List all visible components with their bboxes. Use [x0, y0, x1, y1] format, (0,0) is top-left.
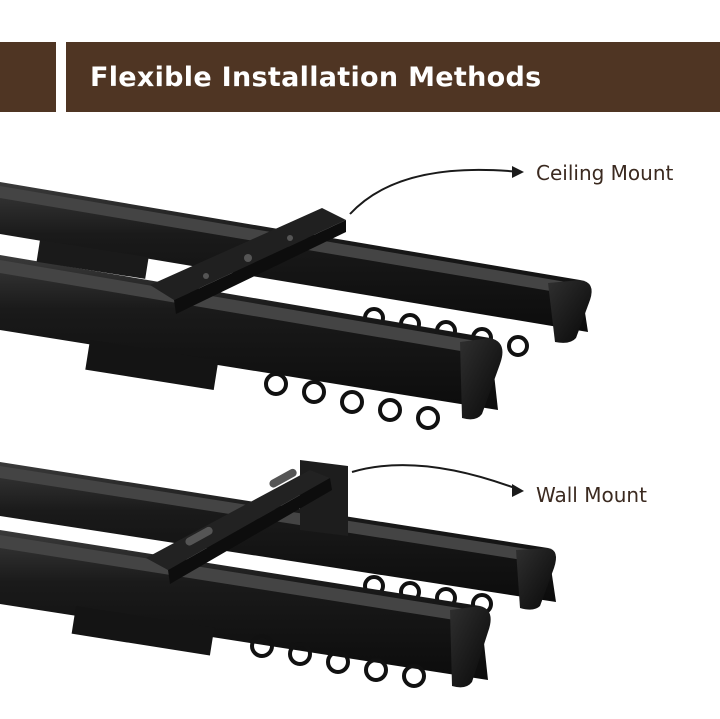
rail	[0, 530, 488, 680]
runner-rings	[250, 634, 426, 688]
wall-bracket-arm	[146, 470, 330, 570]
end-cap	[516, 548, 556, 610]
page-title: Flexible Installation Methods	[90, 62, 542, 93]
runner-rings	[264, 372, 440, 430]
wall-mount-track	[0, 460, 556, 688]
end-cap	[548, 280, 592, 343]
ceiling-mount-track	[0, 182, 592, 430]
end-cap	[460, 338, 503, 420]
side-bracket	[71, 606, 215, 656]
ceiling-pointer-arrow	[349, 166, 524, 215]
title-banner: Flexible Installation Methods	[66, 42, 720, 112]
side-bracket	[85, 340, 219, 390]
wall-mount-label: Wall Mount	[536, 483, 647, 507]
wall-pointer-arrow	[351, 464, 524, 497]
banner-accent-block	[0, 42, 56, 112]
ceiling-mount-label: Ceiling Mount	[536, 161, 674, 185]
end-cap	[450, 606, 491, 688]
